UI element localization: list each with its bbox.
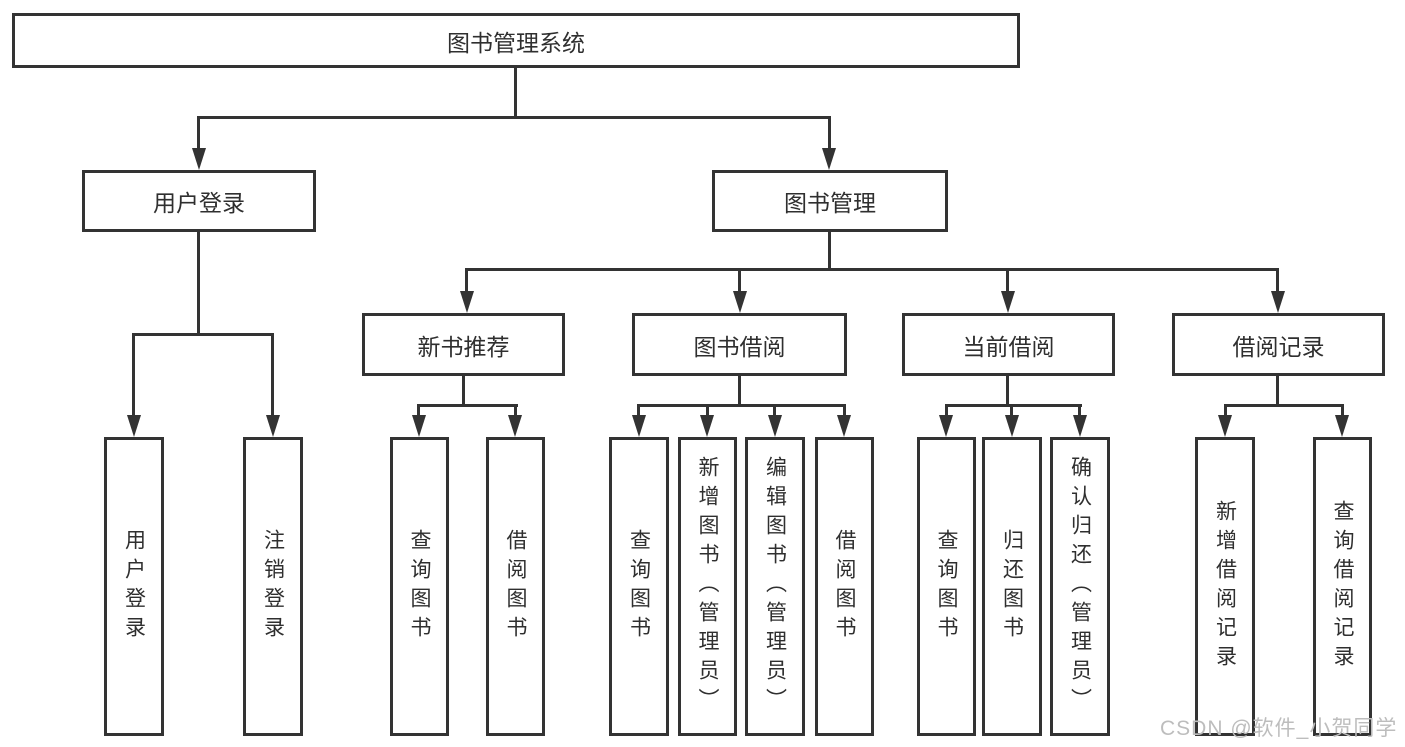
arrow-down-icon [1335,415,1349,437]
leaf-query-books-3: 查询图书 [917,437,976,736]
leaf-query-books-2: 查询图书 [609,437,669,736]
csdn-watermark: CSDN @软件_小贺同学 [1160,717,1398,740]
connector-line [1224,404,1227,418]
connector-line [637,404,846,407]
arrow-down-icon [192,148,206,170]
connector-line [132,333,135,417]
connector-line [738,268,741,294]
arrow-down-icon [837,415,851,437]
node-user-login: 用户登录 [82,170,316,232]
node-current-borrow: 当前借阅 [902,313,1115,376]
leaf-logout: 注销登录 [243,437,303,736]
connector-line [945,404,948,418]
connector-line [1276,376,1279,407]
node-new-book-recommend: 新书推荐 [362,313,565,376]
node-label: 借阅图书 [833,528,856,645]
leaf-add-borrow-record: 新增借阅记录 [1195,437,1255,736]
connector-line [197,116,200,150]
arrow-down-icon [822,148,836,170]
node-label: 借阅记录 [1232,333,1325,360]
connector-line [1224,404,1344,407]
arrow-down-icon [1005,415,1019,437]
node-label: 图书借阅 [693,333,786,360]
connector-line [417,404,518,407]
node-label: 归还图书 [1000,528,1024,645]
connector-line [514,68,517,118]
connector-line [1276,268,1279,294]
leaf-add-books-admin: 新增图书（管理员） [678,437,737,736]
connector-line [1006,268,1009,294]
arrow-down-icon [939,415,953,437]
leaf-query-books-1: 查询图书 [390,437,449,736]
leaf-borrow-books-1: 借阅图书 [486,437,545,736]
node-book-management: 图书管理 [712,170,948,232]
arrow-down-icon [733,291,747,313]
node-label: 当前借阅 [962,333,1055,360]
node-library-system: 图书管理系统 [12,13,1020,68]
connector-line [706,404,709,418]
connector-line [828,232,831,271]
arrow-down-icon [1218,415,1232,437]
arrow-down-icon [700,415,714,437]
arrow-down-icon [632,415,646,437]
arrow-down-icon [508,415,522,437]
connector-line [945,404,1082,407]
node-label: 用户登录 [153,190,245,216]
node-borrow-records: 借阅记录 [1172,313,1385,376]
connector-line [514,404,517,418]
arrow-down-icon [1073,415,1087,437]
leaf-borrow-books-2: 借阅图书 [815,437,874,736]
connector-line [462,376,465,407]
arrow-down-icon [412,415,426,437]
connector-line [271,333,274,417]
connector-line [417,404,420,418]
node-label: 用户登录 [122,528,146,645]
connector-line [197,232,200,336]
connector-line [465,268,468,294]
connector-line [637,404,640,418]
connector-line [197,116,831,119]
connector-line [828,116,831,150]
leaf-edit-books-admin: 编辑图书（管理员） [745,437,805,736]
node-label: 借阅图书 [504,528,527,645]
arrow-down-icon [1001,291,1015,313]
connector-line [1006,376,1009,407]
leaf-user-login: 用户登录 [104,437,164,736]
node-label: 新增借阅记录 [1213,499,1237,674]
arrow-down-icon [460,291,474,313]
node-label: 查询图书 [627,528,651,645]
connector-line [132,333,274,336]
connector-line [773,404,776,418]
node-book-borrow: 图书借阅 [632,313,847,376]
node-label: 注销登录 [261,528,285,645]
leaf-query-borrow-record: 查询借阅记录 [1313,437,1372,736]
node-label: 编辑图书（管理员） [763,456,787,717]
node-label: 查询图书 [408,528,431,645]
arrow-down-icon [266,415,280,437]
connector-line [1010,404,1013,418]
node-label: 图书管理 [784,190,876,216]
connector-line [465,268,1279,271]
node-label: 确认归还（管理员） [1068,456,1092,717]
node-label: 查询借阅记录 [1331,499,1354,674]
node-label: 图书管理系统 [447,29,585,56]
connector-line [843,404,846,418]
connector-line [1341,404,1344,418]
arrow-down-icon [1271,291,1285,313]
node-label: 查询图书 [935,528,958,645]
connector-line [1078,404,1081,418]
leaf-return-books: 归还图书 [982,437,1042,736]
arrow-down-icon [127,415,141,437]
node-label: 新增图书（管理员） [696,456,719,717]
arrow-down-icon [768,415,782,437]
connector-line [738,376,741,407]
leaf-confirm-return-admin: 确认归还（管理员） [1050,437,1110,736]
node-label: 新书推荐 [417,333,510,360]
